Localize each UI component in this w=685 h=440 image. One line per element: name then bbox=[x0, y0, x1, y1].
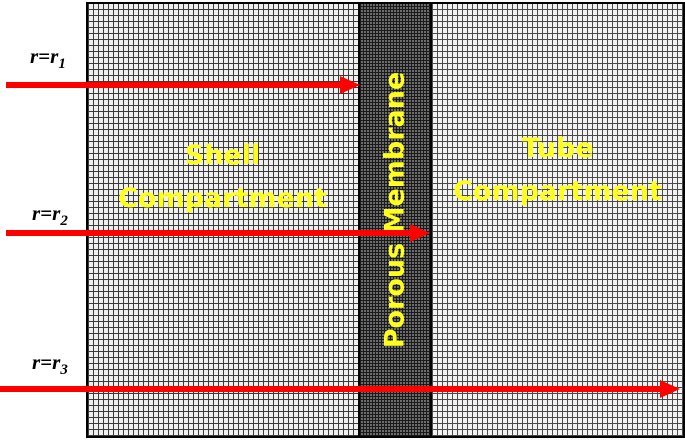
tube-compartment-label: Tube Compartment bbox=[445, 127, 670, 213]
arrow-r1-head bbox=[340, 76, 360, 94]
arrow-r2-head bbox=[410, 224, 430, 242]
radius-label-r2-sub: 2 bbox=[60, 213, 68, 230]
radius-label-r1: r=r1 bbox=[30, 44, 66, 73]
tube-compartment-mesh bbox=[430, 2, 685, 438]
radius-label-r1-prefix: r=r bbox=[30, 44, 59, 68]
arrow-r2 bbox=[6, 224, 430, 242]
radius-label-r2-prefix: r=r bbox=[32, 201, 61, 225]
arrow-r3-head bbox=[660, 380, 680, 398]
arrow-r3-shaft bbox=[0, 386, 664, 392]
radius-label-r1-sub: 1 bbox=[58, 56, 66, 73]
radius-label-r2: r=r2 bbox=[32, 201, 68, 230]
shell-label-line2: Compartment bbox=[118, 183, 327, 214]
radius-label-r3-prefix: r=r bbox=[32, 350, 61, 374]
arrow-r1 bbox=[6, 76, 360, 94]
tube-label-line2: Compartment bbox=[453, 176, 662, 207]
shell-compartment-label: Shell Compartment bbox=[100, 134, 345, 220]
shell-label-line1: Shell bbox=[184, 140, 261, 171]
shell-compartment-mesh bbox=[86, 2, 360, 438]
arrow-r2-shaft bbox=[6, 230, 414, 236]
arrow-r3 bbox=[0, 380, 680, 398]
radius-label-r3-sub: 3 bbox=[60, 362, 68, 379]
arrow-r1-shaft bbox=[6, 82, 344, 88]
tube-label-line1: Tube bbox=[521, 133, 594, 164]
radius-label-r3: r=r3 bbox=[32, 350, 68, 379]
